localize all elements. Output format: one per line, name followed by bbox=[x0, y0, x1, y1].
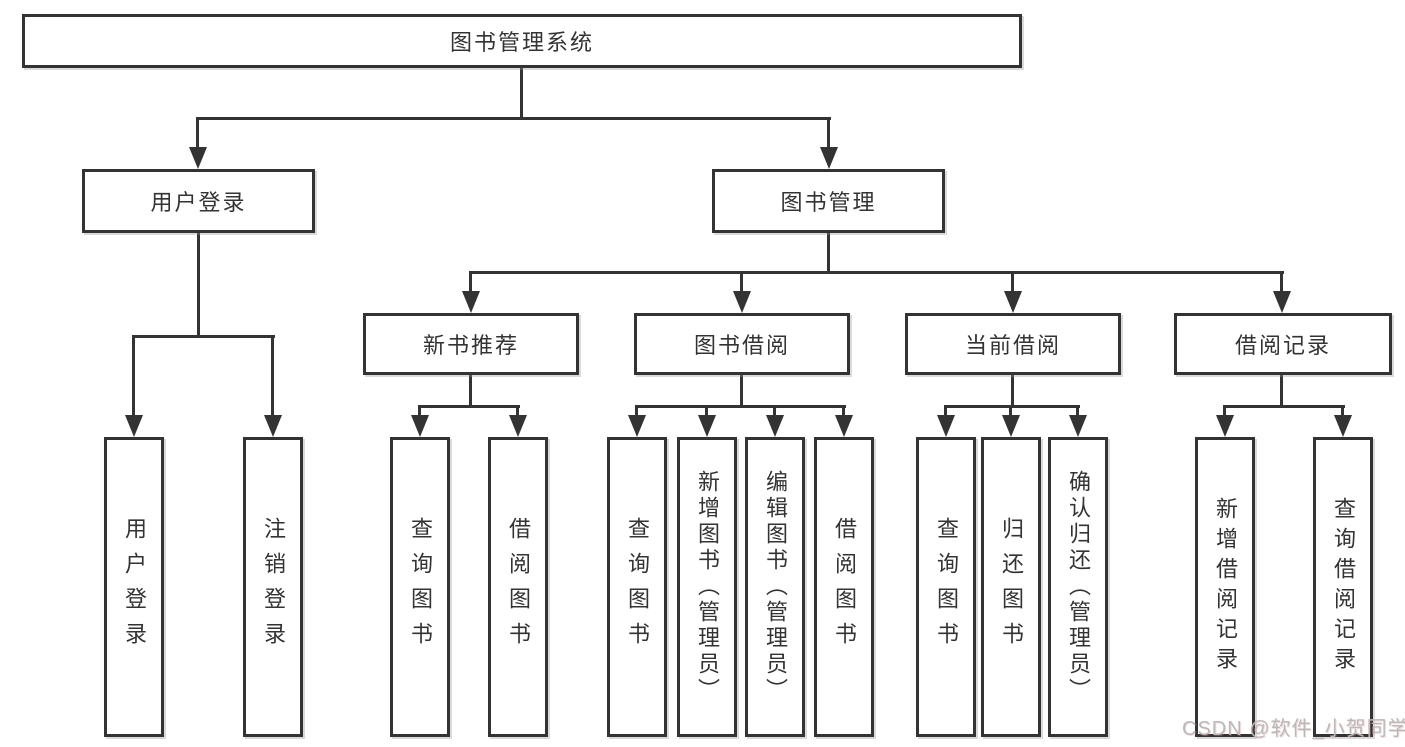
node-user-login-branch: 用户登录 bbox=[82, 169, 315, 233]
leaf-logout: 注销登录 bbox=[243, 437, 303, 737]
connector-line bbox=[132, 335, 275, 338]
arrow-down-icon bbox=[733, 291, 751, 313]
leaf-query-books-borrowing: 查询图书 bbox=[607, 437, 667, 737]
leaf-query-borrow-record: 查询借阅记录 bbox=[1313, 437, 1373, 737]
connector-line bbox=[773, 405, 776, 417]
arrow-down-icon bbox=[628, 415, 646, 437]
arrow-down-icon bbox=[509, 415, 527, 437]
arrow-down-icon bbox=[937, 415, 955, 437]
leaf-borrow-books: 借阅图书 bbox=[814, 437, 874, 737]
node-current-borrowing: 当前借阅 bbox=[905, 313, 1121, 375]
node-label: 确认归还（管理员） bbox=[1066, 470, 1091, 704]
connector-line bbox=[1341, 405, 1344, 417]
connector-line bbox=[1011, 271, 1014, 293]
arrow-down-icon bbox=[1273, 291, 1291, 313]
node-book-management-branch: 图书管理 bbox=[712, 169, 945, 233]
node-label: 查询图书 bbox=[934, 517, 959, 657]
node-label: 用户登录 bbox=[122, 517, 147, 657]
connector-line bbox=[271, 335, 274, 417]
node-label: 图书管理系统 bbox=[449, 30, 594, 55]
connector-line bbox=[418, 405, 421, 417]
connector-line bbox=[469, 375, 472, 407]
connector-line bbox=[944, 405, 947, 417]
arrow-down-icon bbox=[1002, 415, 1020, 437]
arrow-down-icon bbox=[411, 415, 429, 437]
leaf-user-login: 用户登录 bbox=[104, 437, 164, 737]
node-label: 借阅图书 bbox=[832, 517, 857, 657]
leaf-query-books-recommend: 查询图书 bbox=[390, 437, 450, 737]
connector-line bbox=[469, 271, 1284, 274]
arrow-down-icon bbox=[1334, 415, 1352, 437]
connector-line bbox=[1280, 375, 1283, 407]
connector-line bbox=[196, 117, 831, 120]
connector-line bbox=[827, 233, 830, 274]
arrow-down-icon bbox=[835, 415, 853, 437]
arrow-down-icon bbox=[462, 291, 480, 313]
connector-line bbox=[418, 405, 520, 408]
connector-line bbox=[1011, 375, 1014, 407]
connector-line bbox=[827, 117, 830, 149]
node-label: 新增借阅记录 bbox=[1213, 497, 1238, 677]
node-label: 借阅图书 bbox=[506, 517, 531, 657]
node-label: 图书管理 bbox=[780, 190, 877, 215]
connector-line bbox=[520, 68, 523, 118]
connector-line bbox=[469, 271, 472, 293]
arrow-down-icon bbox=[1069, 415, 1087, 437]
connector-line bbox=[635, 405, 638, 417]
node-borrow-records: 借阅记录 bbox=[1174, 313, 1392, 375]
arrow-down-icon bbox=[264, 415, 282, 437]
connector-line bbox=[842, 405, 845, 417]
connector-line bbox=[1280, 271, 1283, 293]
arrow-down-icon bbox=[125, 415, 143, 437]
node-label: 查询图书 bbox=[625, 517, 650, 657]
node-label: 借阅记录 bbox=[1234, 333, 1331, 358]
node-label: 注销登录 bbox=[261, 517, 286, 657]
node-label: 归还图书 bbox=[999, 517, 1024, 657]
leaf-query-books-current: 查询图书 bbox=[916, 437, 976, 737]
node-book-borrowing: 图书借阅 bbox=[634, 313, 850, 375]
connector-line bbox=[196, 117, 199, 149]
connector-line bbox=[516, 405, 519, 417]
connector-line bbox=[197, 233, 200, 336]
connector-line bbox=[132, 335, 135, 417]
node-label: 查询图书 bbox=[408, 517, 433, 657]
arrow-down-icon bbox=[1216, 415, 1234, 437]
node-label: 编辑图书（管理员） bbox=[763, 470, 788, 704]
node-label: 查询借阅记录 bbox=[1331, 497, 1356, 677]
connector-line bbox=[1223, 405, 1226, 417]
node-label: 新书推荐 bbox=[422, 333, 519, 358]
connector-line bbox=[944, 405, 1080, 408]
arrow-down-icon bbox=[820, 147, 838, 169]
node-label: 新增图书（管理员） bbox=[695, 470, 720, 704]
connector-line bbox=[635, 405, 846, 408]
leaf-borrow-books-recommend: 借阅图书 bbox=[488, 437, 548, 737]
leaf-add-books-admin: 新增图书（管理员） bbox=[677, 437, 737, 737]
connector-line bbox=[740, 375, 743, 407]
arrow-down-icon bbox=[698, 415, 716, 437]
node-new-book-recommend: 新书推荐 bbox=[363, 313, 579, 375]
connector-line bbox=[1223, 405, 1345, 408]
leaf-add-borrow-record: 新增借阅记录 bbox=[1195, 437, 1255, 737]
connector-line bbox=[1076, 405, 1079, 417]
node-label: 图书借阅 bbox=[693, 333, 790, 358]
node-label: 当前借阅 bbox=[964, 333, 1061, 358]
node-library-system-root: 图书管理系统 bbox=[22, 14, 1022, 68]
node-label: 用户登录 bbox=[150, 190, 247, 215]
arrow-down-icon bbox=[1004, 291, 1022, 313]
arrow-down-icon bbox=[766, 415, 784, 437]
connector-line bbox=[705, 405, 708, 417]
leaf-edit-books-admin: 编辑图书（管理员） bbox=[745, 437, 805, 737]
leaf-return-books: 归还图书 bbox=[981, 437, 1041, 737]
csdn-watermark: CSDN @软件_小贺同学 bbox=[1182, 718, 1405, 740]
leaf-confirm-return-admin: 确认归还（管理员） bbox=[1048, 437, 1108, 737]
arrow-down-icon bbox=[189, 147, 207, 169]
connector-line bbox=[1009, 405, 1012, 417]
connector-line bbox=[740, 271, 743, 293]
